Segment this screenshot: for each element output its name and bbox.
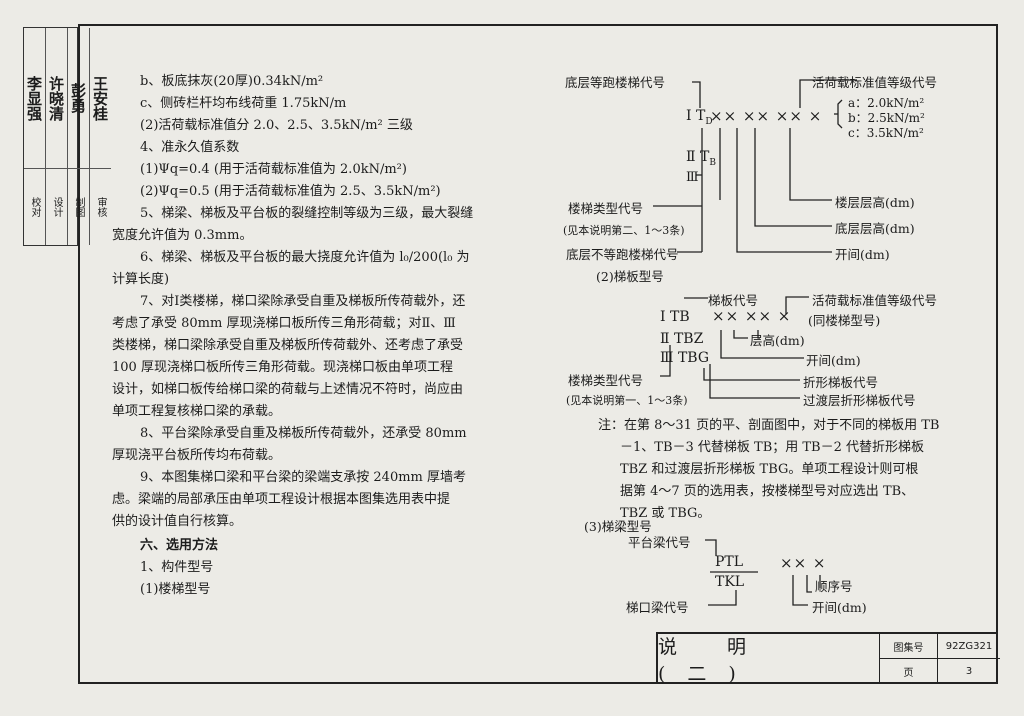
label-slab-floor-height: 层高(dm) bbox=[750, 333, 805, 348]
text-line: 设计，如梯口板传给梯口梁的荷载与上述情况不符时，尚应由 bbox=[112, 382, 464, 397]
platform-beam-code: PTL bbox=[715, 554, 744, 570]
note-line: 据第 4～7 页的选用表，按楼梯型号对应选出 TB、 bbox=[620, 484, 915, 499]
section-heading: 六、选用方法 bbox=[140, 538, 219, 553]
text-line: 供的设计值自行核算。 bbox=[112, 514, 243, 529]
role-label: 校对 bbox=[29, 197, 40, 217]
role-label: 审核 bbox=[95, 197, 106, 217]
slab-code-marks: ×× ×× × bbox=[712, 307, 792, 325]
signature-column: 李显强 校对 bbox=[24, 28, 46, 245]
stair-type-row3: Ⅲ bbox=[686, 170, 699, 185]
label-unequal-run-stair: 底层不等跑楼梯代号 bbox=[566, 247, 679, 262]
label-platform-beam: 平台梁代号 bbox=[628, 535, 691, 550]
label-slab-bay: 开间(dm) bbox=[806, 353, 861, 368]
stair-beam-code: TKL bbox=[715, 574, 745, 590]
grade-b: b：2.5kN/m² bbox=[848, 111, 925, 125]
signature-column: 王安桂 审核 bbox=[90, 28, 111, 245]
text-line: (2)活荷载标准值分 2.0、2.5、3.5kN/m² 三级 bbox=[140, 118, 413, 133]
label-slab-live-load: 活荷载标准值等级代号 bbox=[812, 293, 938, 308]
text-line: 6、梯梁、梯板及平台板的最大挠度允许值为 l₀/200(l₀ 为 bbox=[140, 250, 470, 265]
text-line: (1)楼梯型号 bbox=[140, 582, 211, 597]
stair-code-sub: B bbox=[709, 157, 716, 168]
beam-code-marks: ×× × bbox=[780, 554, 827, 572]
text-line: 8、平台梁除承受自重及梯板所传荷载外，还承受 80mm bbox=[140, 426, 467, 441]
text-line: 单项工程复核梯口梁的承载。 bbox=[112, 404, 282, 419]
text-line: 5、梯梁、梯板及平台板的裂缝控制等级为三级，最大裂缝 bbox=[140, 206, 474, 221]
atlas-number: 92ZG321 bbox=[938, 634, 1000, 659]
slab-type-row3: Ⅲ TBG bbox=[660, 350, 710, 366]
signature-column: 许晓清 设计 bbox=[46, 28, 68, 245]
label-slab-code: 梯板代号 bbox=[708, 293, 759, 308]
role-label: 制图 bbox=[73, 197, 84, 217]
stair-code-prefix: Ⅱ T bbox=[686, 149, 710, 165]
text-line: 厚现浇平台板所传均布荷载。 bbox=[112, 448, 282, 463]
signature: 李显强 bbox=[24, 28, 45, 169]
label-stair-type-note: (见本说明第二、1～3条) bbox=[563, 224, 685, 237]
atlas-label: 图集号 bbox=[880, 634, 938, 659]
label-stair-beam: 梯口梁代号 bbox=[626, 600, 689, 615]
grade-c: c：3.5kN/m² bbox=[848, 126, 924, 140]
text-line: b、板底抹灰(20厚)0.34kN/m² bbox=[140, 74, 324, 89]
stair-code-sub: D bbox=[705, 116, 713, 127]
beam-heading: (3)梯梁型号 bbox=[584, 519, 652, 534]
text-line: 计算长度) bbox=[112, 272, 170, 287]
slab-type-row2: Ⅱ TBZ bbox=[660, 331, 704, 347]
page-number: 3 bbox=[965, 666, 973, 677]
sheet-title: 说 明 (二) bbox=[658, 634, 880, 685]
note-line: －1、TB－3 代替梯板 TB；用 TB－2 代替折形梯板 bbox=[620, 440, 925, 455]
slab-heading: (2)梯板型号 bbox=[596, 269, 664, 284]
stair-type-row1: Ⅰ TD bbox=[686, 108, 713, 127]
text-line: 7、对Ⅰ类楼梯，梯口梁除承受自重及梯板所传荷载外，还 bbox=[140, 294, 466, 309]
label-floor-height: 楼层层高(dm) bbox=[835, 195, 915, 210]
title-block: 说 明 (二) 图集号 92ZG321 页 3 bbox=[656, 632, 1000, 685]
label-bay: 开间(dm) bbox=[835, 247, 890, 262]
note-line: TBZ 或 TBG。 bbox=[620, 506, 711, 521]
signature: 王安桂 bbox=[90, 28, 111, 169]
grade-a: a：2.0kN/m² bbox=[848, 96, 925, 110]
text-line: (2)Ψq=0.5 (用于活荷载标准值为 2.5、3.5kN/m²) bbox=[140, 184, 441, 199]
text-line: 100 厚现浇梯口板所传三角形荷载。现浇梯口板由单项工程 bbox=[112, 360, 453, 375]
signature: 彭勇 bbox=[68, 28, 89, 169]
label-slab-stair-type: 楼梯类型代号 bbox=[568, 373, 644, 388]
note-line: 注：在第 8～31 页的平、剖面图中，对于不同的梯板用 TB bbox=[598, 418, 940, 433]
page-label: 页 bbox=[880, 659, 938, 684]
stair-type-row2: Ⅱ TB bbox=[686, 149, 716, 168]
text-line: 虑。梁端的局部承压由单项工程设计根据本图集选用表中提 bbox=[112, 492, 451, 507]
label-slab-same: (同楼梯型号) bbox=[808, 313, 881, 328]
slab-type-row1: Ⅰ TB bbox=[660, 309, 690, 325]
text-line: 考虑了承受 80mm 厚现浇梯口板所传三角形荷载；对Ⅱ、Ⅲ bbox=[112, 316, 456, 331]
label-folded-slab: 折形梯板代号 bbox=[803, 375, 879, 390]
text-line: 类楼梯，梯口梁除承受自重及梯板所传荷载外、还考虑了承受 bbox=[112, 338, 464, 353]
label-ground-height: 底层层高(dm) bbox=[835, 221, 915, 236]
signature-sidebar: 李显强 校对 许晓清 设计 彭勇 制图 王安桂 审核 bbox=[23, 27, 111, 246]
label-beam-bay: 开间(dm) bbox=[812, 600, 867, 615]
label-transition-slab: 过渡层折形梯板代号 bbox=[803, 393, 916, 408]
text-line: 1、构件型号 bbox=[140, 560, 214, 575]
stair-code-prefix: Ⅰ T bbox=[686, 108, 706, 124]
signature: 许晓清 bbox=[46, 28, 67, 169]
drawing-frame bbox=[78, 24, 998, 684]
label-slab-type-note: (见本说明第一、1～3条) bbox=[566, 394, 688, 407]
label-stair-type: 楼梯类型代号 bbox=[568, 201, 644, 216]
label-sequence: 顺序号 bbox=[815, 579, 853, 594]
label-live-load-grade: 活荷载标准值等级代号 bbox=[812, 75, 938, 90]
text-line: 4、准永久值系数 bbox=[140, 140, 240, 155]
signature-column: 彭勇 制图 bbox=[68, 28, 90, 245]
label-equal-run-stair: 底层等跑楼梯代号 bbox=[565, 75, 666, 90]
text-line: 9、本图集梯口梁和平台梁的梁端支承按 240mm 厚墙考 bbox=[140, 470, 467, 485]
text-line: c、侧砖栏杆均布线荷重 1.75kN/m bbox=[140, 96, 347, 111]
note-line: TBZ 和过渡层折形梯板 TBG。单项工程设计则可根 bbox=[620, 462, 919, 477]
stair-code-marks: ×× ×× ×× × bbox=[710, 107, 823, 125]
role-label: 设计 bbox=[51, 197, 62, 217]
text-line: (1)Ψq=0.4 (用于活荷载标准值为 2.0kN/m²) bbox=[140, 162, 407, 177]
text-line: 宽度允许值为 0.3mm。 bbox=[112, 228, 253, 243]
